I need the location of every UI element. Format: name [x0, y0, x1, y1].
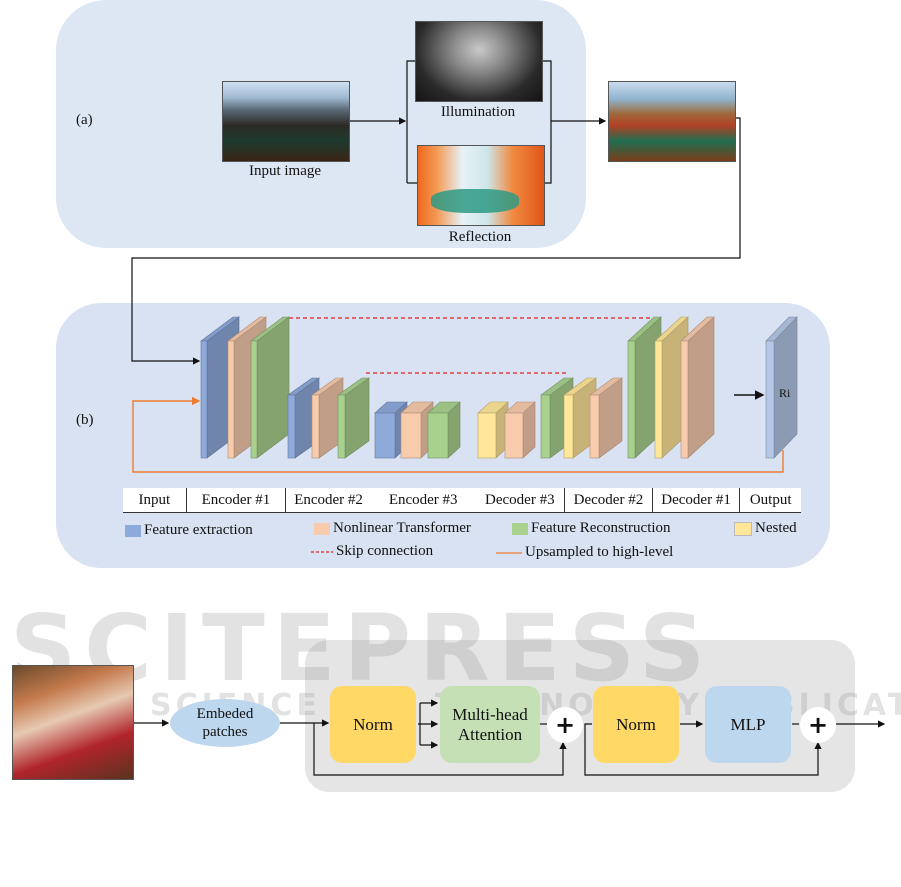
residual-add-1: + — [547, 707, 583, 743]
stage-output: Output — [739, 488, 801, 512]
norm-block-1: Norm — [330, 686, 416, 763]
legend-label: Skip connection — [336, 543, 434, 559]
upsample-line — [132, 396, 784, 473]
enc1-nonlinear-transformer-front — [227, 340, 235, 459]
legend-upsampled: Upsampled to high-level — [496, 544, 673, 561]
stage-table: Input Encoder #1 Encoder #2 Encoder #3 D… — [123, 488, 801, 513]
dec2-nonlinear-transformer — [589, 377, 623, 459]
enc3-feature-extraction-front — [374, 412, 396, 459]
legend-feature-reconstruction: Feature Reconstruction — [512, 520, 671, 537]
stage-decoder-3: Decoder #3 — [485, 492, 555, 508]
enc3-feature-reconstruction-front — [427, 412, 449, 459]
dec1-nested-front — [654, 340, 663, 459]
illumination-caption: Illumination — [440, 104, 516, 120]
legend-feature-extraction: Feature extraction — [125, 522, 253, 539]
enc2-nonlinear-transformer-front — [311, 394, 320, 459]
enc3-feature-reconstruction — [427, 401, 461, 459]
embed-label-line1: Embeded — [196, 706, 254, 722]
panel-a-label: (a) — [76, 112, 93, 128]
reflection-caption: Reflection — [448, 229, 512, 245]
enc2-feature-reconstruction-front — [337, 394, 346, 459]
embedded-patches-node: Embeded patches — [170, 699, 280, 747]
multi-head-attention-block: Multi-head Attention — [440, 686, 540, 763]
illumination-image — [415, 21, 543, 102]
legend-skip-connection: Skip connection — [311, 543, 433, 560]
merge-line — [541, 60, 552, 184]
legend-dashed-line-icon — [311, 550, 333, 553]
enc2-nonlinear-transformer — [311, 377, 344, 459]
reflection-image — [417, 145, 545, 226]
output-block-label: Ri — [779, 386, 791, 400]
enhanced-image — [608, 81, 736, 162]
stage-input: Input — [138, 492, 171, 508]
enc1-feature-reconstruction-side — [256, 316, 290, 459]
legend-label: Upsampled to high-level — [525, 544, 674, 560]
norm-block-2: Norm — [593, 686, 679, 763]
enc1-feature-reconstruction-front — [250, 340, 258, 459]
legend-swatch-peach — [314, 522, 330, 535]
stage-encoder-3: Encoder #3 — [388, 492, 458, 508]
legend-label: Nested — [755, 520, 797, 536]
split-line-illumination — [406, 60, 415, 183]
stage-decoder-2: Decoder #2 — [564, 488, 652, 512]
legend-label: Feature extraction — [144, 522, 253, 538]
legend-label: Feature Reconstruction — [531, 520, 671, 536]
enc1-feature-extraction-front — [200, 340, 208, 459]
arrow-to-unet — [131, 117, 741, 365]
attention-label-line2: Attention — [457, 724, 523, 744]
dec1-feature-reconstruction — [627, 316, 662, 459]
example-image — [12, 665, 134, 780]
dec1-nonlinear-transformer-front — [680, 340, 689, 459]
dec1-nonlinear-transformer — [680, 316, 715, 459]
dec2-nonlinear-transformer-front — [589, 394, 600, 459]
output-ri-block — [765, 316, 798, 459]
residual-add-2: + — [800, 707, 836, 743]
dec2-feature-reconstruction-front — [540, 394, 551, 459]
dec3-nested-front — [477, 412, 497, 459]
legend-label: Nonlinear Transformer — [333, 520, 471, 536]
enc2-feature-reconstruction — [337, 377, 370, 459]
enc1-feature-reconstruction — [250, 316, 290, 459]
legend-swatch-blue — [125, 524, 141, 537]
legend-nonlinear-transformer: Nonlinear Transformer — [314, 520, 471, 537]
attention-label-line1: Multi-head — [452, 704, 528, 724]
dec3-nonlinear-transformer — [504, 401, 536, 459]
dec1-nonlinear-transformer-side — [687, 316, 715, 459]
dec3-nonlinear-transformer-front — [504, 412, 524, 459]
output-ri-block-front — [765, 340, 775, 459]
embed-label-line2: patches — [202, 724, 248, 740]
legend-orange-line-icon — [496, 551, 522, 554]
enc3-nonlinear-transformer-front — [400, 412, 422, 459]
legend-swatch-yellow — [734, 521, 752, 536]
stage-encoder-1: Encoder #1 — [185, 488, 286, 512]
mlp-block: MLP — [705, 686, 791, 763]
enc3-nonlinear-transformer — [400, 401, 434, 459]
dec2-nested-front — [563, 394, 574, 459]
residual-line-1 — [313, 723, 567, 776]
panel-b-label: (b) — [76, 412, 94, 428]
input-image — [222, 81, 350, 162]
legend-nested: Nested — [734, 520, 797, 537]
stage-decoder-1: Decoder #1 — [651, 488, 740, 512]
residual-line-2 — [584, 723, 822, 776]
enc2-feature-extraction-front — [287, 394, 296, 459]
legend-swatch-green — [512, 522, 528, 535]
dec3-nested — [477, 401, 509, 459]
dec1-feature-reconstruction-front — [627, 340, 636, 459]
input-image-caption: Input image — [248, 163, 322, 179]
stage-encoder-2: Encoder #2 — [285, 488, 371, 512]
